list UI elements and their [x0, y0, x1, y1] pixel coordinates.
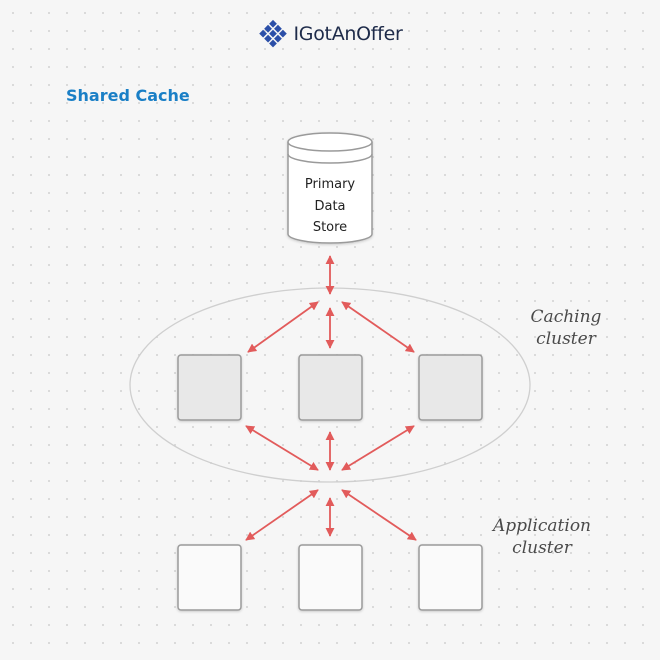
page-title: Shared Cache — [66, 86, 190, 105]
brand-header: IGotAnOffer — [0, 18, 660, 50]
primary-data-store — [287, 132, 373, 244]
application-cluster-label-line2: cluster — [512, 538, 572, 558]
double-arrow — [341, 489, 417, 541]
app-node — [177, 544, 242, 611]
caching-cluster-label-line1: Caching — [530, 307, 602, 327]
datastore-label-line2: Data — [314, 199, 345, 214]
double-arrow — [341, 301, 415, 353]
cache-node — [177, 354, 242, 421]
caching-cluster-label: Caching cluster — [516, 306, 616, 350]
double-arrow — [245, 425, 319, 471]
datastore-label-line1: Primary — [305, 177, 356, 192]
app-node — [298, 544, 363, 611]
double-arrow — [245, 489, 319, 541]
datastore-label-line3: Store — [313, 220, 347, 235]
diamond-grid-logo-icon — [258, 19, 287, 48]
app-node — [418, 544, 483, 611]
application-cluster-label: Application cluster — [480, 515, 604, 559]
cache-node — [418, 354, 483, 421]
double-arrow — [341, 425, 415, 471]
double-arrow — [247, 301, 319, 353]
cache-node — [298, 354, 363, 421]
caching-cluster-label-line2: cluster — [536, 329, 596, 349]
brand-name: IGotAnOffer — [293, 23, 403, 45]
application-cluster-label-line1: Application — [492, 516, 592, 536]
